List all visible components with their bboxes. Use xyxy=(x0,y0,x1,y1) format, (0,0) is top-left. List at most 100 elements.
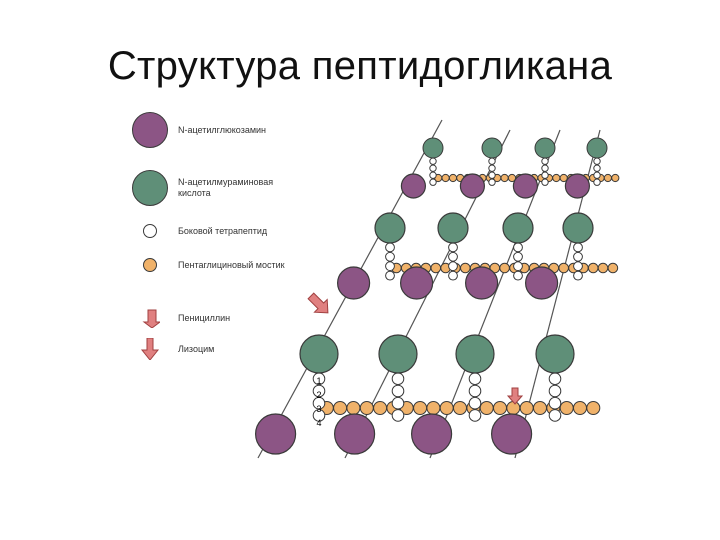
tetrapeptide-number: 2 xyxy=(316,390,321,400)
nam-residue xyxy=(299,334,339,374)
nam-residue xyxy=(586,137,608,159)
glycine-residue xyxy=(439,401,454,415)
tetrapeptide-residue xyxy=(468,409,482,422)
glycine-residue xyxy=(587,262,599,274)
tetrapeptide-residue xyxy=(391,372,405,386)
legend-label: N-ацетилглюкозамин xyxy=(178,124,267,135)
tetrapeptide-residue xyxy=(513,261,523,272)
nag-residue xyxy=(491,413,533,455)
glycine-residue xyxy=(373,401,388,415)
legend-label: Лизоцим xyxy=(178,343,215,354)
tetrapeptide-residue xyxy=(385,270,395,281)
nam-residue xyxy=(534,137,556,159)
tetrapeptide-residue xyxy=(448,261,458,272)
nam-symbol xyxy=(132,170,168,206)
penicillin-arrow-icon xyxy=(307,292,329,314)
tetrapeptide-residue xyxy=(488,171,496,179)
glycine-residue xyxy=(559,401,574,415)
tetrapeptide-residue xyxy=(548,396,562,410)
glycine-residue xyxy=(519,401,534,415)
glycine-residue xyxy=(500,173,509,183)
glycine-residue xyxy=(611,173,620,183)
glycine-residue xyxy=(506,401,521,415)
glycine-residue xyxy=(426,401,441,415)
nag-residue xyxy=(512,173,539,199)
tetrapeptide-residue xyxy=(429,178,437,186)
tetrapeptide-residue xyxy=(548,409,562,422)
tetrapeptide-residue xyxy=(391,409,405,422)
legend-item-pentaglycine: Пентаглициновый мостик xyxy=(128,258,285,272)
tetrapeptide-residue xyxy=(513,242,523,253)
nag-residue xyxy=(334,413,376,455)
slide-title: Структура пептидогликана xyxy=(107,44,613,88)
legend-label: Пенициллин xyxy=(178,312,231,323)
nam-residue xyxy=(481,137,503,159)
penicillin-arrow-icon xyxy=(142,309,160,328)
legend-label: Пентаглициновый мостик xyxy=(178,259,285,270)
glycine-residue xyxy=(441,173,450,183)
tetrapeptide-residue xyxy=(573,242,583,253)
sugar-residues xyxy=(255,137,608,455)
tetrapeptide-residue xyxy=(541,171,549,179)
nag-residue xyxy=(400,266,434,300)
nam-residue xyxy=(502,212,534,244)
glycine-residue xyxy=(448,173,458,183)
tetrapeptide-number: 3 xyxy=(316,404,321,414)
tetrapeptide-residue xyxy=(312,409,326,422)
tetrapeptide-residue xyxy=(541,164,549,172)
legend-item-lysozyme: Лизоцим xyxy=(128,338,214,360)
tetrapeptide-residue xyxy=(593,171,601,179)
tetrapeptide-residue xyxy=(541,178,549,186)
nam-residue xyxy=(562,212,594,244)
tetrapeptide-residue xyxy=(385,251,395,262)
nag-residue xyxy=(564,173,591,199)
glycine-residue xyxy=(453,401,467,415)
tetrapeptide-residue xyxy=(513,251,523,262)
tetrapeptide-residue xyxy=(573,270,583,281)
nag-residue xyxy=(337,266,371,300)
glycine-residue xyxy=(552,173,561,183)
nam-residue xyxy=(535,334,575,374)
tetrapeptide-residue xyxy=(448,270,458,281)
tetrapeptide-residue xyxy=(429,171,437,179)
tetrapeptide-residue xyxy=(488,164,496,172)
tetrapeptide-numbers: 1 2 3 4 xyxy=(316,376,321,428)
glycine-residue xyxy=(499,262,510,274)
legend-item-tetrapeptide: Боковой тетрапептид xyxy=(128,224,267,238)
legend: N-ацетилглюкозамин N-ацетилмураминовая к… xyxy=(128,112,328,362)
tetrapeptide-residue xyxy=(429,164,437,172)
tetrapeptide-residue xyxy=(573,261,583,272)
nag-residue xyxy=(524,266,559,300)
tetrapeptide-residue xyxy=(312,384,326,398)
enzyme-arrows xyxy=(307,292,524,405)
tetrapeptide-residue xyxy=(548,384,562,398)
glycine-residue xyxy=(586,401,601,415)
glycine-residue xyxy=(430,262,442,274)
legend-item-penicillin: Пенициллин xyxy=(128,308,230,328)
tetrapeptide-residue xyxy=(573,251,583,262)
tetrapeptide-residue xyxy=(385,261,395,272)
tetrapeptide-residue xyxy=(513,270,523,281)
nag-residue xyxy=(465,266,499,300)
nam-residue xyxy=(374,212,406,244)
glycine-residue xyxy=(346,401,361,415)
tetrapeptide-residue xyxy=(385,242,395,253)
nag-residue xyxy=(255,413,297,455)
tetrapeptide-residue xyxy=(488,178,496,186)
glycine-residue xyxy=(493,401,507,415)
glycine-residue xyxy=(573,401,587,415)
tetrapeptide-residue xyxy=(488,157,496,165)
tetrapeptide-number: 4 xyxy=(316,418,321,428)
glycine-residue xyxy=(413,401,428,415)
glycine-residue xyxy=(597,262,609,274)
nam-residue xyxy=(422,137,444,159)
nag-residue xyxy=(459,173,485,199)
tetrapeptide-residue xyxy=(448,251,458,262)
tetrapeptide-residue xyxy=(468,372,482,386)
tetrapeptide-residue xyxy=(593,157,601,165)
legend-label: N-ацетилмураминовая кислота xyxy=(178,177,274,198)
glycine-residue xyxy=(603,173,613,183)
nam-residue xyxy=(378,334,418,374)
glycine-residue xyxy=(607,262,619,274)
nag-residue xyxy=(400,173,426,199)
